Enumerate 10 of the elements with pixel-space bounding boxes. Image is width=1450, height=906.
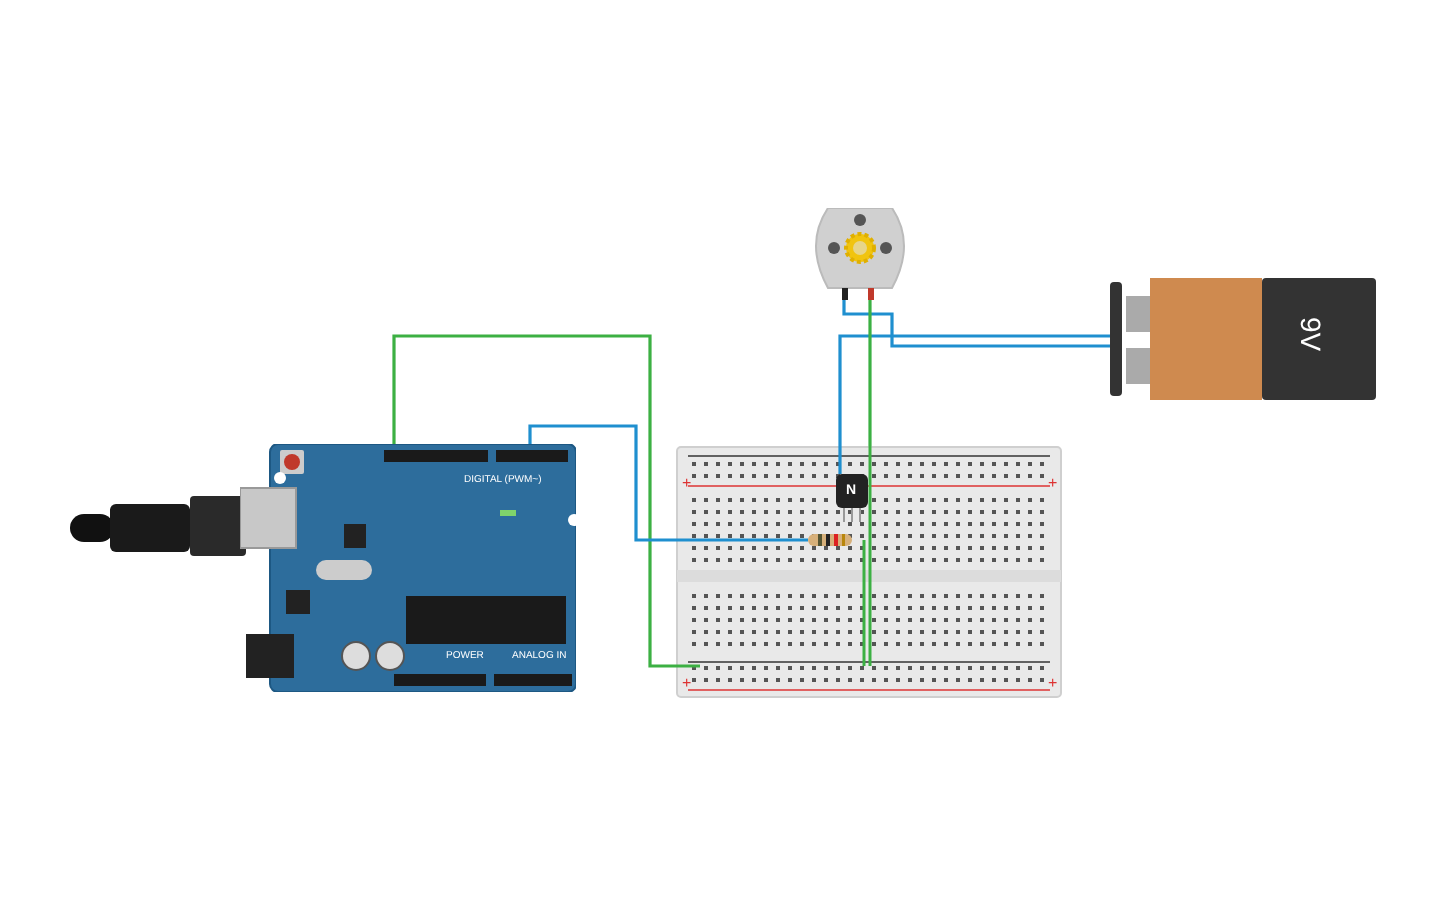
wire xyxy=(528,424,808,542)
wire xyxy=(842,300,1110,348)
wire xyxy=(838,334,1110,474)
polarity-mark: + xyxy=(682,676,692,692)
polarity-mark: + xyxy=(1048,676,1058,692)
voltage-label: 9V xyxy=(1297,316,1326,352)
wire xyxy=(868,300,872,446)
polarity-mark: + xyxy=(682,476,692,492)
wire xyxy=(392,334,676,668)
polarity-mark: + xyxy=(1048,476,1058,492)
